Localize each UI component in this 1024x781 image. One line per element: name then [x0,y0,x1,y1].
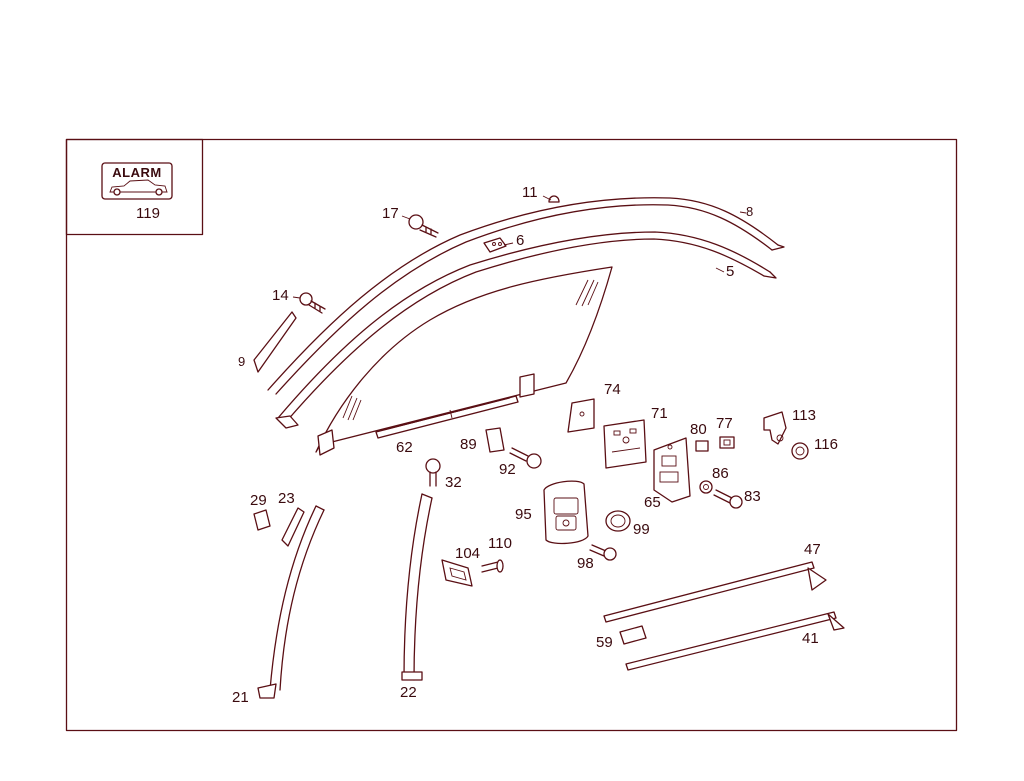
part-80-nut [695,440,709,452]
callout-22: 22 [400,684,417,701]
callout-62: 62 [396,439,413,456]
part-59-clip [619,625,647,645]
part-110-screw [481,559,504,573]
callout-8: 8 [746,204,753,219]
callout-6: 6 [516,232,524,249]
callout-47: 47 [804,541,821,558]
callout-80: 80 [690,421,707,438]
callout-65: 65 [644,494,661,511]
callout-32: 32 [445,474,462,491]
part-11-cap [548,195,560,203]
callout-17: 17 [382,205,399,222]
part-113-clip [763,411,787,445]
part-41-strip [625,611,845,671]
part-104-bracket [441,559,473,587]
callout-5: 5 [726,263,734,280]
callout-59: 59 [596,634,613,651]
part-6-clip [483,237,507,253]
part-62-guide-rail [375,395,519,439]
part-14-screw [299,292,326,314]
part-98-screw [589,544,617,561]
part-95-handle-housing [543,480,589,545]
callout-99: 99 [633,521,650,538]
part-8-outer-moulding [267,197,785,395]
part-17-screw [408,214,439,238]
part-71-pad [603,419,647,469]
part-83-bolt [713,489,743,509]
callout-116: 116 [814,436,838,453]
part-23-seal [281,507,305,547]
part-89-clip [485,427,505,453]
callout-95: 95 [515,506,532,523]
callout-14: 14 [272,287,289,304]
part-65-bracket [653,437,691,503]
part-116-nut [791,442,809,460]
diagram-frame [65,138,958,732]
alarm-badge-icon: ALARM [101,162,173,200]
part-29-clip [253,509,271,531]
callout-92: 92 [499,461,516,478]
callout-119: 119 [136,205,160,222]
callout-104: 104 [455,545,480,562]
callout-11: 11 [522,184,538,201]
part-9-strip [253,311,297,373]
callout-21: 21 [232,689,249,706]
callout-23: 23 [278,490,295,507]
callout-89: 89 [460,436,477,453]
part-92-bolt [509,447,542,469]
callout-98: 98 [577,555,594,572]
callout-71: 71 [651,405,668,422]
part-22-channel [401,493,433,681]
door-glass [315,266,613,456]
callout-9: 9 [238,354,245,369]
callout-29: 29 [250,492,267,509]
leader-lines [292,195,747,299]
inset-frame [65,138,204,236]
callout-74: 74 [604,381,621,398]
part-21-channel [257,505,325,699]
callout-86: 86 [712,465,729,482]
part-99-grommet [605,510,631,532]
callout-83: 83 [744,488,761,505]
part-5-window-guide [275,231,777,429]
part-47-strip [603,561,827,623]
callout-41: 41 [802,630,819,647]
part-77-nut [719,436,735,449]
alarm-badge-text: ALARM [112,165,161,180]
callout-77: 77 [716,415,733,432]
callout-110: 110 [488,535,512,552]
part-86-washer [699,480,713,494]
callout-113: 113 [792,407,816,424]
part-32-bolt [425,458,441,487]
